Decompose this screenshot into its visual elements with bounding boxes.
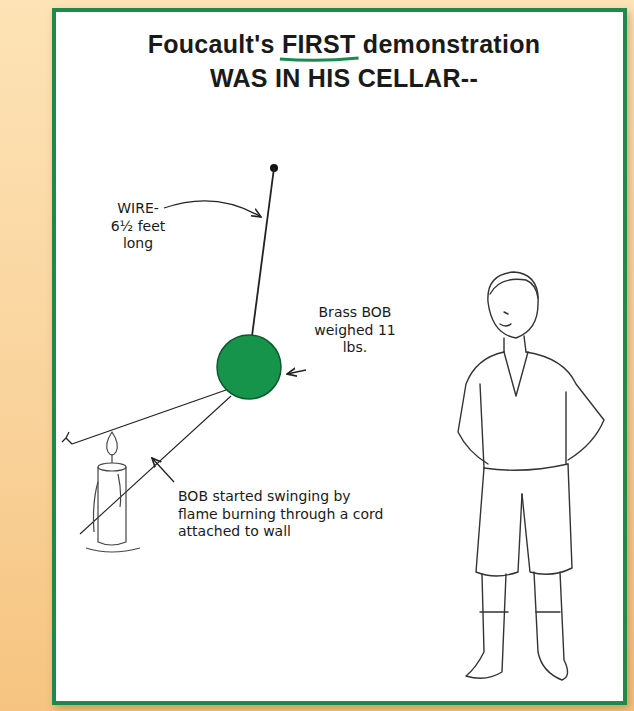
title-underline (280, 58, 359, 60)
leader-arrow (287, 370, 306, 374)
wall-hook (62, 432, 72, 444)
annotation-label: Brass BOB weighed 11 lbs. (310, 304, 400, 357)
annotation-label: WIRE- 6½ feet long (104, 200, 172, 253)
leader-arrow (152, 458, 174, 482)
candle (86, 432, 140, 552)
cord (72, 390, 226, 444)
leader-arrow (164, 201, 261, 217)
title: Foucault's FIRST demonstration WAS IN HI… (134, 28, 554, 96)
foucault-figure (458, 272, 604, 680)
annotation-label: BOB started swinging by flame burning th… (178, 488, 388, 541)
card-panel: Foucault's FIRST demonstration WAS IN HI… (52, 8, 627, 705)
brass-bob (217, 335, 281, 399)
pendulum-illustration (56, 12, 623, 701)
wire (252, 168, 274, 336)
